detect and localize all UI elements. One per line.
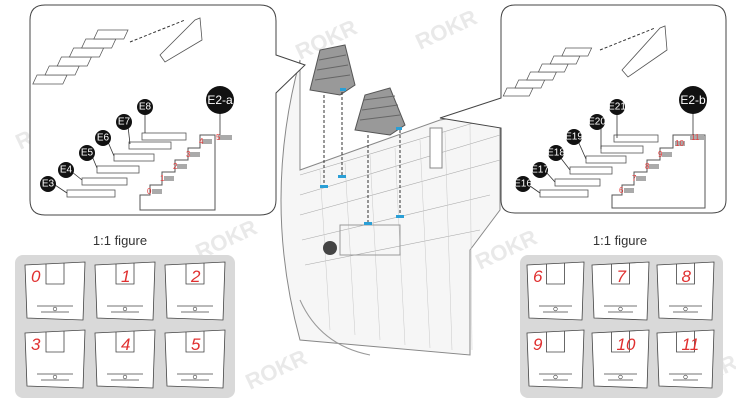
assembly-badge: E2-b bbox=[680, 93, 706, 107]
card-number: 6 bbox=[533, 267, 543, 286]
template-card: 6 bbox=[526, 261, 585, 321]
template-card: 10 bbox=[591, 329, 650, 389]
card-number: 1 bbox=[121, 267, 130, 286]
card-number: 0 bbox=[31, 267, 41, 286]
stair-piece-left bbox=[309, 44, 356, 96]
connector-markers bbox=[320, 88, 404, 225]
part-badges: E16 E17 E18 E19 E20 E21 E2-b bbox=[514, 86, 707, 192]
part-label: E17 bbox=[531, 165, 549, 176]
card-number: 8 bbox=[682, 267, 692, 286]
step-number: 9 bbox=[658, 150, 663, 159]
card-number: 4 bbox=[121, 335, 130, 354]
part-label: E18 bbox=[547, 148, 565, 159]
template-card: 5 bbox=[164, 329, 226, 389]
part-label: E3 bbox=[42, 179, 55, 190]
watermark: ROKR bbox=[242, 344, 311, 394]
part-label: E7 bbox=[118, 117, 131, 128]
card-number: 3 bbox=[31, 335, 41, 354]
card-number: 10 bbox=[617, 335, 636, 354]
stair-assembly-sketch bbox=[32, 17, 203, 85]
step-number: 10 bbox=[675, 139, 684, 148]
step-number: 6 bbox=[619, 186, 624, 195]
step-number: 2 bbox=[173, 162, 178, 171]
template-card: 8 bbox=[656, 261, 715, 321]
stair-assembly-sketch bbox=[502, 25, 668, 97]
part-label: E21 bbox=[608, 102, 626, 113]
step-number: 11 bbox=[691, 133, 700, 142]
part-label: E4 bbox=[60, 165, 73, 176]
step-number: 3 bbox=[186, 150, 191, 159]
part-label: E20 bbox=[588, 117, 606, 128]
left-callout: 0 1 2 3 4 5 E3 E4 E5 E6 E7 E8 E2-a bbox=[29, 4, 306, 216]
beam-parts bbox=[66, 132, 187, 198]
part-label: E6 bbox=[97, 133, 110, 144]
step-number: 1 bbox=[160, 174, 165, 183]
right-figure-caption: 1:1 figure bbox=[593, 233, 647, 248]
part-label: E8 bbox=[139, 102, 152, 113]
card-number: 5 bbox=[191, 335, 201, 354]
template-card: 2 bbox=[164, 261, 226, 321]
step-number: 5 bbox=[216, 133, 221, 142]
template-card: 9 bbox=[526, 329, 585, 389]
assembly-badge: E2-a bbox=[207, 93, 233, 107]
card-number: 7 bbox=[617, 267, 627, 286]
step-number: 4 bbox=[199, 137, 204, 146]
template-card: 3 bbox=[24, 329, 86, 389]
part-label: E19 bbox=[565, 132, 583, 143]
card-number: 11 bbox=[682, 335, 700, 354]
template-card: 4 bbox=[94, 329, 156, 389]
step-number: 7 bbox=[632, 174, 637, 183]
placement-guides bbox=[323, 92, 401, 222]
step-number: 0 bbox=[147, 187, 152, 196]
step-number: 8 bbox=[645, 162, 650, 171]
template-card: 7 bbox=[591, 261, 650, 321]
card-number: 2 bbox=[190, 267, 201, 286]
right-callout: 6 7 8 9 10 11 E16 E17 E18 E19 E20 E21 E2… bbox=[439, 4, 727, 214]
part-label: E16 bbox=[514, 179, 532, 190]
template-card: 0 bbox=[24, 261, 86, 321]
stair-piece-right bbox=[354, 87, 406, 136]
part-label: E5 bbox=[81, 148, 94, 159]
watermark: ROKR bbox=[412, 4, 481, 54]
card-number: 9 bbox=[533, 335, 543, 354]
template-card: 1 bbox=[94, 261, 156, 321]
part-badges: E3 E4 E5 E6 E7 E8 E2-a bbox=[40, 86, 234, 192]
left-figure-caption: 1:1 figure bbox=[93, 233, 147, 248]
template-card: 11 bbox=[656, 329, 715, 389]
